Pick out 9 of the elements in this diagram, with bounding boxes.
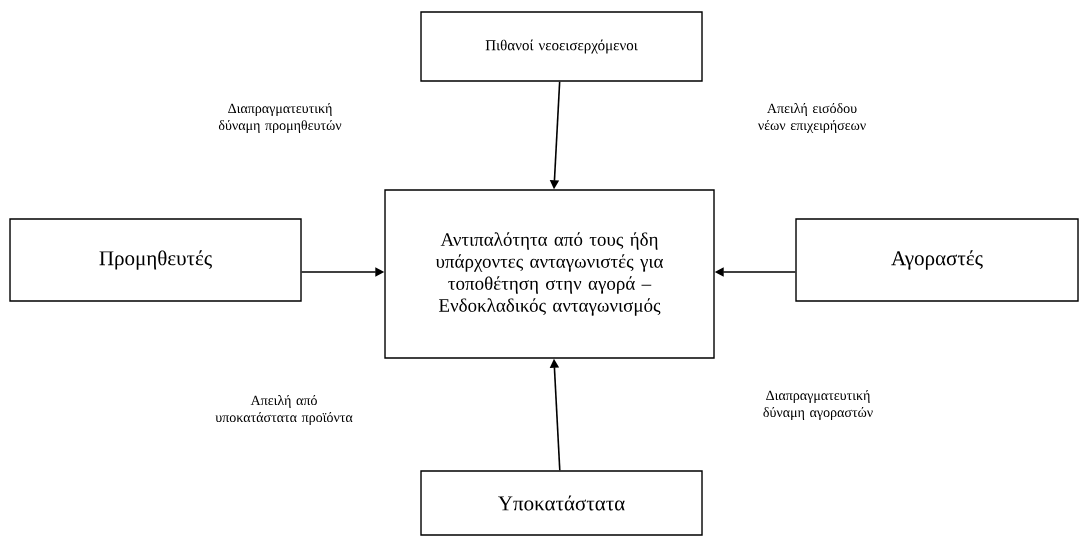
label-text: Απειλή εισόδου νέων επιχειρήσεων <box>757 103 866 133</box>
text-box: Υποκατάστατα <box>420 470 703 536</box>
text-box: Αγοραστές <box>795 218 1079 302</box>
label-text: Διαπραγματευτική δύναμη αγοραστών <box>763 390 873 420</box>
text-box: Αντιπαλότητα από τους ήδη υπάρχοντες ανταγωνιστές για τοποθέτηση στην αγορά – Ενδοκλαδικός ανταγωνισμός <box>384 189 715 359</box>
text-box: Προμηθευτές <box>9 218 302 302</box>
text-box: Πιθανοί νεοεισερχόμενοι <box>420 11 703 82</box>
label-text: Διαπραγματευτική δύναμη προμηθευτών <box>218 103 342 133</box>
label-text: Απειλή από υποκατάστατα προϊόντα <box>215 395 353 425</box>
